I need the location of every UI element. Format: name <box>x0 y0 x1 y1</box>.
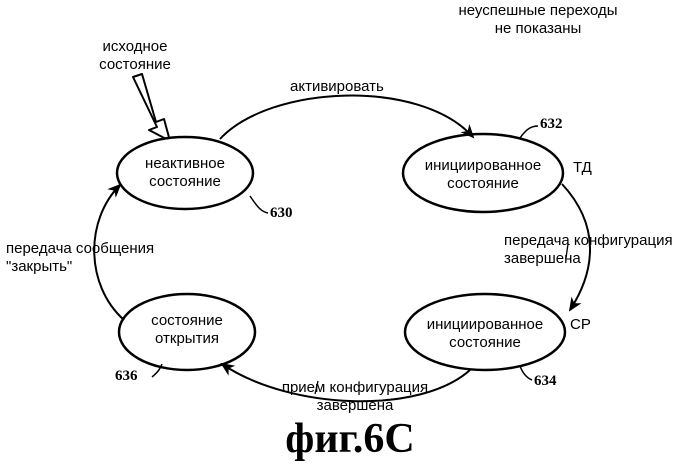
state-initiated-td-suffix: ТД <box>573 159 592 177</box>
initial-state-arrow <box>133 74 170 141</box>
transition-open-to-inactive-label: передача сообщения "закрыть" <box>6 240 154 276</box>
ref-636: 636 <box>115 368 138 385</box>
transition-sr-to-open-label: прием конфигурация завершена <box>265 379 445 415</box>
initial-state-line-2: состояние <box>80 56 190 74</box>
state-inactive-label: неактивное состояние <box>125 155 245 191</box>
transition-sr-to-open-line-2: завершена <box>265 397 445 415</box>
ref-632-leader <box>520 126 538 138</box>
transition-td-to-sr-line-1: передача конфигурация <box>504 232 673 250</box>
transition-sr-to-open-line-1: прием конфигурация <box>265 379 445 397</box>
ref-634-leader <box>520 366 532 380</box>
transition-activate-label: активировать <box>290 78 384 96</box>
transition-td-to-sr-label: передача конфигурация завершена <box>504 232 673 268</box>
initial-state-label: исходное состояние <box>80 38 190 74</box>
initial-state-line-1: исходное <box>80 38 190 56</box>
ref-630: 630 <box>270 205 293 222</box>
figure-caption: фиг.6С <box>0 414 700 464</box>
state-open-line-1: состояние <box>127 312 247 330</box>
state-open-line-2: открытия <box>127 330 247 348</box>
state-initiated-sr-label: инициированное состояние <box>415 316 555 352</box>
transition-activate-arrow <box>220 96 473 139</box>
state-initiated-sr-line-1: инициированное <box>415 316 555 334</box>
note-line-1: неуспешные переходы <box>448 2 628 20</box>
state-initiated-td-line-2: состояние <box>413 175 553 193</box>
note-line-2: не показаны <box>448 20 628 38</box>
state-initiated-sr-line-2: состояние <box>415 334 555 352</box>
state-initiated-td-label: инициированное состояние <box>413 157 553 193</box>
ref-634: 634 <box>534 373 557 390</box>
ref-630-leader <box>250 196 268 213</box>
transition-td-to-sr-line-2: завершена <box>504 250 673 268</box>
state-inactive-line-1: неактивное <box>125 155 245 173</box>
state-initiated-sr-suffix: СР <box>570 316 591 334</box>
ref-632: 632 <box>540 116 563 133</box>
state-inactive-line-2: состояние <box>125 173 245 191</box>
state-initiated-td-line-1: инициированное <box>413 157 553 175</box>
transition-open-to-inactive-line-2: "закрыть" <box>6 258 154 276</box>
state-open-label: состояние открытия <box>127 312 247 348</box>
transition-open-to-inactive-line-1: передача сообщения <box>6 240 154 258</box>
note-unsuccessful-transitions: неуспешные переходы не показаны <box>448 2 628 38</box>
